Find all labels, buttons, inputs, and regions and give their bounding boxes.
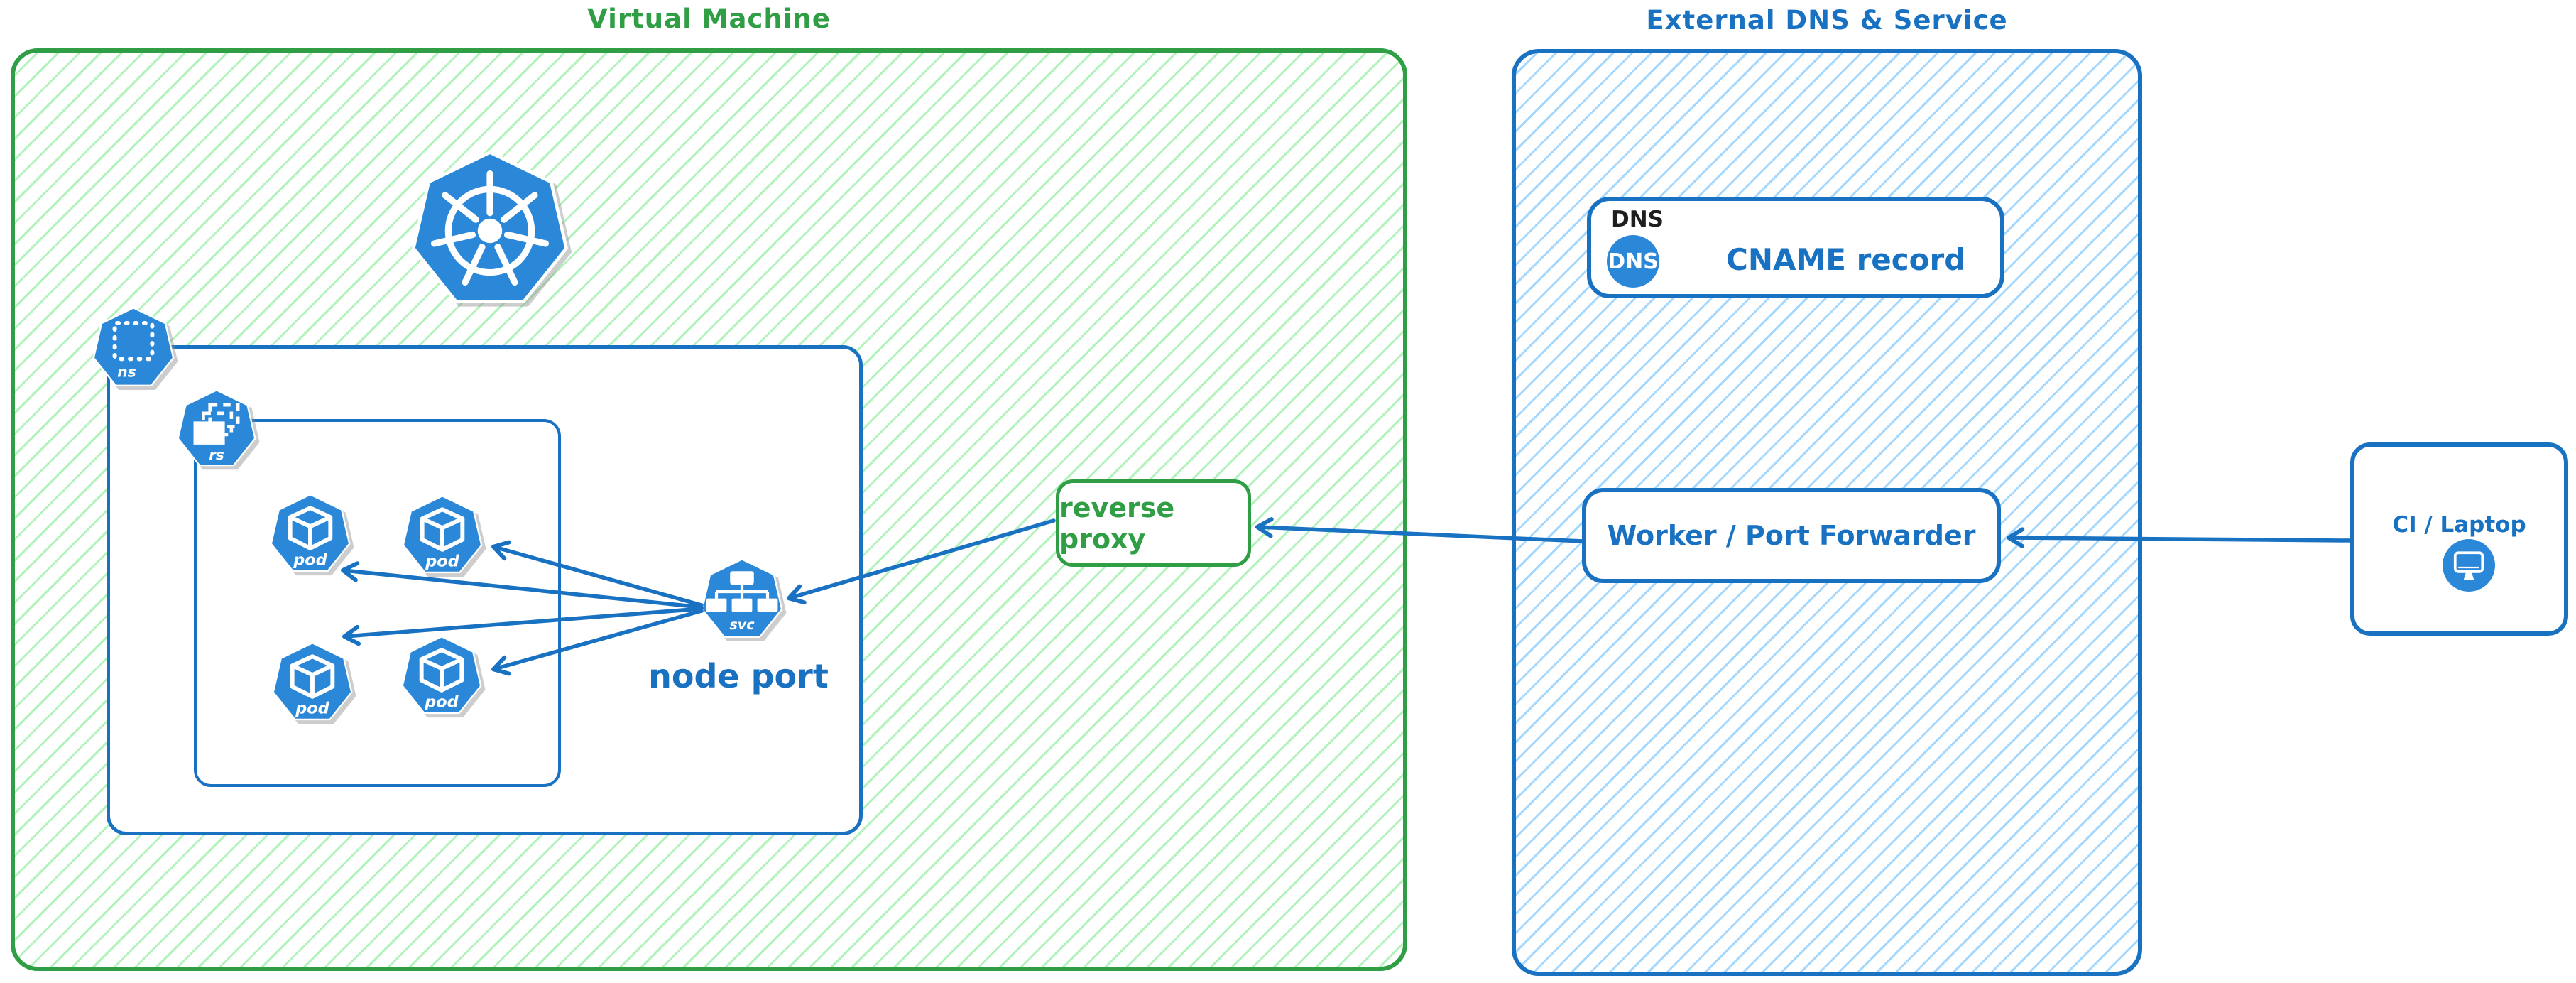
svg-text:pod: pod bbox=[425, 552, 459, 570]
worker-port-forwarder-node[interactable]: Worker / Port Forwarder bbox=[1582, 488, 2001, 583]
ci-laptop-node[interactable]: CI / Laptop bbox=[2350, 442, 2568, 636]
node-port-caption: node port bbox=[648, 657, 829, 695]
kubernetes-icon[interactable] bbox=[408, 149, 572, 313]
external-dns-title: External DNS & Service bbox=[1646, 5, 2008, 36]
monitor-icon bbox=[2443, 539, 2495, 592]
svg-text:ns: ns bbox=[117, 364, 136, 381]
pod-icon[interactable]: pod bbox=[400, 494, 484, 578]
reverse-proxy-label: reverse proxy bbox=[1059, 492, 1175, 555]
replicaset-box[interactable] bbox=[194, 419, 561, 787]
pod-icon[interactable]: pod bbox=[268, 493, 352, 577]
virtual-machine-title: Virtual Machine bbox=[587, 4, 831, 34]
replicaset-icon[interactable]: rs bbox=[175, 389, 258, 471]
namespace-icon[interactable]: ns bbox=[91, 306, 176, 391]
reverse-proxy-node[interactable]: reverse proxy bbox=[1056, 479, 1251, 567]
cname-record-label: CNAME record bbox=[1726, 242, 1966, 277]
ci-laptop-label: CI / Laptop bbox=[2392, 512, 2526, 538]
svg-text:svc: svc bbox=[729, 617, 755, 633]
pod-icon[interactable]: pod bbox=[271, 641, 354, 725]
svg-text:pod: pod bbox=[424, 693, 459, 711]
dns-group-label: DNS bbox=[1611, 207, 1664, 232]
dns-icon: DNS bbox=[1607, 235, 1659, 288]
service-icon[interactable]: svc bbox=[699, 558, 785, 643]
svg-text:pod: pod bbox=[295, 699, 329, 717]
dns-badge-text: DNS bbox=[1608, 249, 1659, 274]
pod-icon[interactable]: pod bbox=[400, 635, 484, 719]
svg-text:pod: pod bbox=[293, 550, 327, 569]
worker-label: Worker / Port Forwarder bbox=[1607, 520, 1976, 551]
svg-text:rs: rs bbox=[209, 447, 224, 463]
dns-record-node[interactable]: DNS DNS CNAME record bbox=[1587, 197, 2004, 298]
